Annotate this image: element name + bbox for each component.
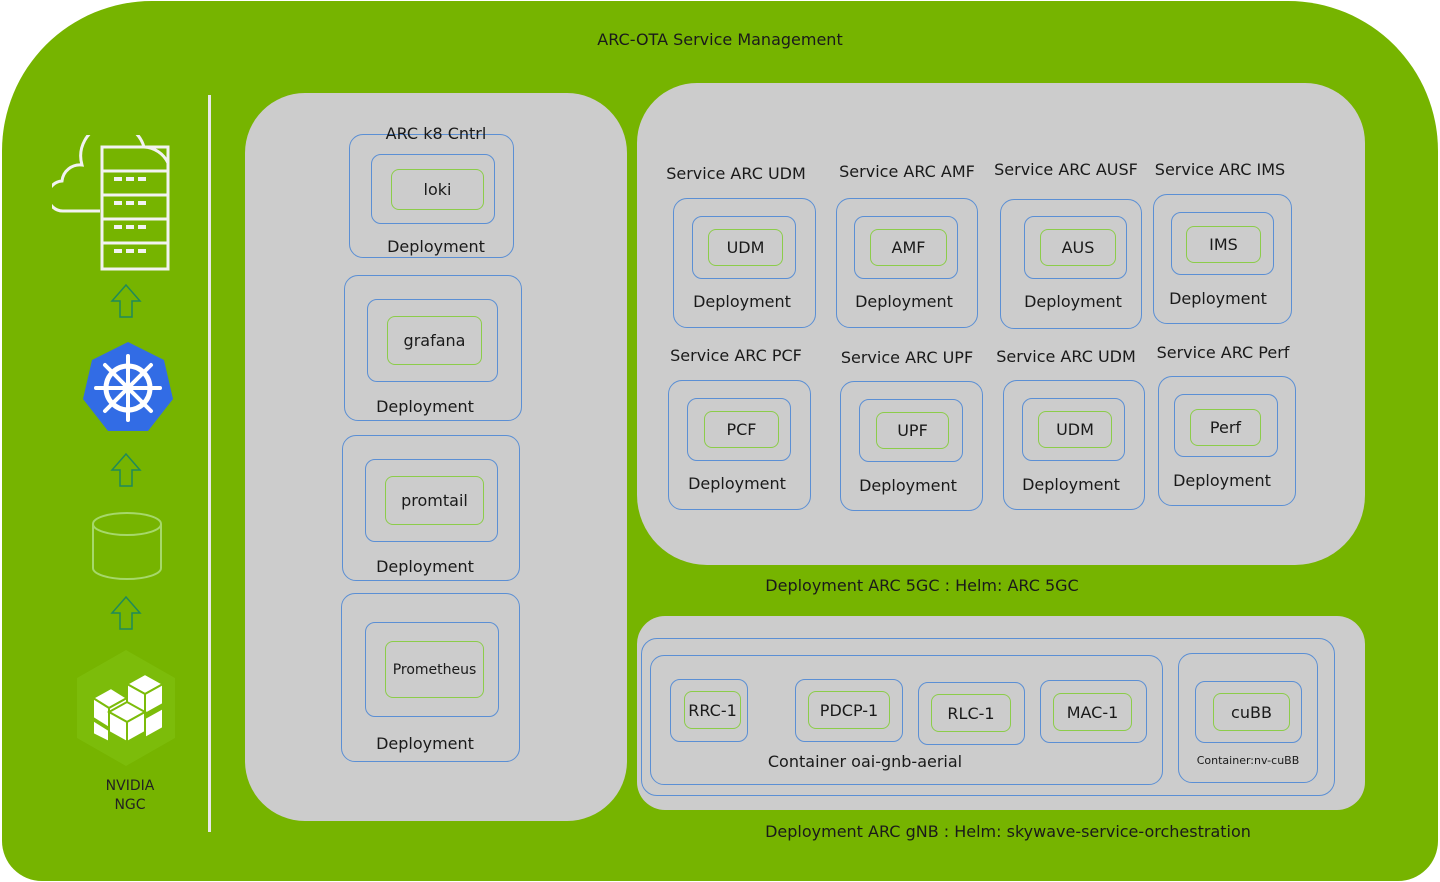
layer-box	[670, 679, 748, 742]
container-oai-gnb-aerial[interactable]	[650, 655, 1163, 785]
layer-box	[795, 679, 903, 742]
deployment-box[interactable]	[1003, 380, 1145, 510]
deployment-label: Deployment	[1022, 475, 1120, 494]
pod-box	[692, 216, 796, 279]
deployment-label: Deployment	[1173, 471, 1271, 490]
kubernetes-icon	[83, 342, 173, 431]
deployment-label: Deployment	[693, 292, 791, 311]
service-label: Service ARC IMS	[1154, 160, 1286, 179]
ngc-label-line2: NGC	[114, 797, 146, 813]
service-label: Service ARC UDM	[666, 164, 806, 183]
service-label: Service ARC AMF	[839, 162, 975, 181]
container-oai-label: Container oai-gnb-aerial	[767, 752, 963, 771]
nvidia-ngc-icon	[77, 650, 175, 766]
deployment-label: Deployment	[1024, 292, 1122, 311]
app-box-amf[interactable]: AMF	[870, 229, 947, 266]
service-label: Service ARC Perf	[1156, 343, 1290, 362]
deployment-label: Deployment	[855, 292, 953, 311]
pod-box	[371, 154, 495, 224]
pod-box	[1195, 681, 1302, 743]
arrow-up-icon	[110, 452, 142, 487]
core-5gc-panel	[637, 83, 1365, 565]
gnb-caption: Deployment ARC gNB : Helm: skywave-servi…	[765, 822, 1251, 841]
pod-box	[1022, 398, 1125, 461]
deployment-box[interactable]	[1158, 376, 1296, 506]
layer-rrc[interactable]: RRC-1	[684, 691, 741, 729]
deployment-box[interactable]	[840, 381, 983, 511]
deployment-box[interactable]	[349, 134, 514, 258]
app-box-udm[interactable]: UDM	[1038, 411, 1112, 448]
k8s-control-title: ARC k8 Cntrl	[385, 124, 487, 143]
app-box-cubb[interactable]: cuBB	[1213, 693, 1290, 731]
pod-box	[365, 459, 498, 542]
pod-box	[1171, 212, 1274, 275]
database-icon	[92, 512, 162, 580]
deployment-label: Deployment	[859, 476, 957, 495]
divider-line	[208, 95, 211, 832]
deployment-box[interactable]	[668, 380, 811, 510]
container-nv-cubb-label: Container:nv-cuBB	[1196, 754, 1300, 767]
pod-box	[687, 398, 791, 461]
app-box-grafana[interactable]: grafana	[387, 316, 482, 365]
deployment-box[interactable]	[344, 275, 522, 421]
deployment-box[interactable]	[341, 593, 520, 762]
arrow-up-icon	[110, 595, 142, 630]
deployment-label: Deployment	[1169, 289, 1267, 308]
container-nv-cubb[interactable]	[1178, 653, 1318, 783]
gnb-panel	[637, 616, 1365, 810]
deployment-box[interactable]	[1000, 199, 1142, 329]
deployment-box[interactable]	[673, 198, 816, 328]
app-box-loki[interactable]: loki	[391, 169, 484, 210]
gnb-pod-box	[641, 638, 1335, 796]
app-box-prometheus[interactable]: Prometheus	[385, 641, 484, 698]
deployment-box[interactable]	[836, 198, 978, 328]
layer-box	[1040, 680, 1147, 743]
deployment-label: Deployment	[688, 474, 786, 493]
deployment-label: Deployment	[376, 557, 474, 576]
deployment-box[interactable]	[342, 435, 520, 581]
layer-rlc[interactable]: RLC-1	[931, 694, 1011, 732]
diagram-title: ARC-OTA Service Management	[597, 30, 843, 49]
service-label: Service ARC AUSF	[994, 160, 1138, 179]
app-box-upf[interactable]: UPF	[876, 412, 949, 449]
ngc-label-line1: NVIDIA	[105, 778, 155, 794]
pod-box	[367, 299, 498, 382]
app-box-promtail[interactable]: promtail	[385, 476, 484, 525]
deployment-box[interactable]	[1153, 194, 1292, 324]
deployment-label: Deployment	[376, 734, 474, 753]
service-label: Service ARC UDM	[996, 347, 1136, 366]
app-box-udm[interactable]: UDM	[708, 229, 783, 266]
pod-box	[859, 399, 963, 462]
service-label: Service ARC PCF	[670, 346, 802, 365]
service-label: Service ARC UPF	[840, 348, 974, 367]
deployment-label: Deployment	[387, 237, 485, 256]
pod-box	[365, 622, 499, 717]
pod-box	[1174, 394, 1278, 457]
layer-pdcp[interactable]: PDCP-1	[808, 691, 890, 729]
k8s-control-panel	[245, 93, 627, 821]
arrow-up-icon	[110, 283, 142, 318]
app-box-ims[interactable]: IMS	[1186, 226, 1261, 263]
app-box-pcf[interactable]: PCF	[704, 411, 779, 448]
pod-box	[1024, 216, 1127, 279]
ngc-label: NVIDIA NGC	[106, 777, 155, 815]
layer-mac[interactable]: MAC-1	[1053, 693, 1132, 731]
app-box-perf[interactable]: Perf	[1190, 409, 1261, 446]
deployment-label: Deployment	[376, 397, 474, 416]
pod-box	[854, 216, 958, 279]
layer-box	[918, 682, 1025, 745]
app-box-aus[interactable]: AUS	[1040, 229, 1116, 266]
cloud-server-icon	[52, 135, 170, 271]
core-5gc-caption: Deployment ARC 5GC : Helm: ARC 5GC	[765, 576, 1079, 595]
